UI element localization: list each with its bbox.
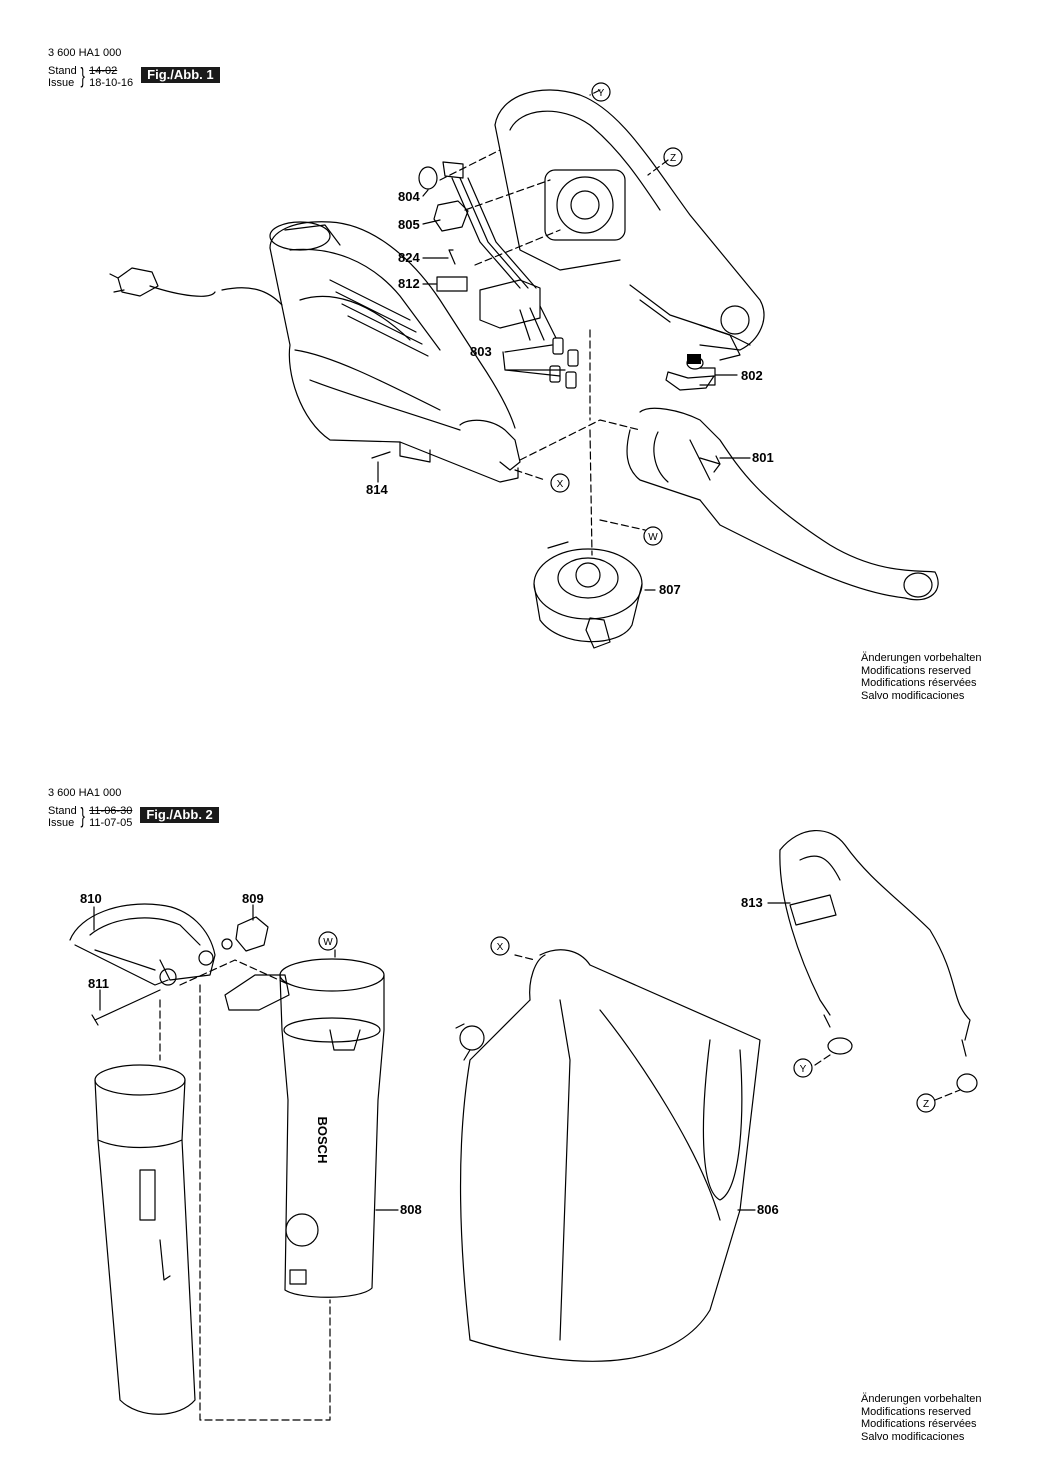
- part-801-label: 801: [752, 450, 774, 465]
- fig1-label-box: Fig./Abb. 1: [141, 67, 220, 83]
- fig2-leader-lines: [93, 902, 791, 1211]
- fig1-issue-date: 18-10-16: [89, 77, 134, 89]
- fig1-issue-label: Issue: [48, 77, 75, 89]
- notice-line: Modifications réservées: [861, 1418, 977, 1430]
- fan-cover: [533, 541, 643, 649]
- connector-w-fig1: W: [648, 532, 658, 543]
- collection-bag: [455, 949, 761, 1362]
- fig2-label-box: Fig./Abb. 2: [140, 807, 219, 823]
- handle: [69, 903, 216, 986]
- fig1-part-code: 3 600 HA1 000: [48, 47, 122, 59]
- fig2-stand-label: Stand: [48, 805, 77, 817]
- fig1-alignment-lines: [439, 89, 669, 556]
- part-805-label: 805: [398, 217, 420, 232]
- knob: [221, 916, 269, 952]
- notice-fig1: Änderungen vorbehalten Modifications res…: [861, 652, 981, 702]
- blower-housing: [269, 221, 521, 483]
- power-plug-cable: [109, 267, 283, 306]
- fig2-brace: }: [80, 803, 85, 828]
- notice-line: Modifications reserved: [861, 1405, 972, 1418]
- connector-x-fig1: X: [557, 479, 564, 490]
- part-810-label: 810: [80, 891, 102, 906]
- part-814-label: 814: [366, 482, 388, 497]
- part-809-label: 809: [242, 891, 264, 906]
- notice-line: Änderungen vorbehalten: [861, 652, 982, 664]
- part-806-label: 806: [757, 1202, 779, 1217]
- connector-y-fig2: Y: [800, 1064, 807, 1075]
- fig1-brace: }: [80, 63, 85, 88]
- fig2-issue-label: Issue: [48, 817, 75, 829]
- part-813-label: 813: [741, 895, 763, 910]
- part-803-label: 803: [470, 344, 492, 359]
- connector-x-fig2: X: [497, 942, 504, 953]
- fig2-header: 3 600 HA1 000 Stand Issue } 11-06-30 11-…: [48, 787, 219, 829]
- fig1-stand-label: Stand: [48, 65, 77, 77]
- shoulder-strap: [779, 830, 978, 1093]
- connector-markers: [318, 82, 936, 1113]
- screw-811: [91, 989, 161, 1026]
- suction-tube: [224, 958, 385, 1298]
- part-824-label: 824: [398, 250, 420, 265]
- screw-814: [371, 451, 391, 459]
- part-811-label: 811: [88, 976, 109, 991]
- notice-line: Modifications reserved: [861, 664, 972, 677]
- fig1-header: 3 600 HA1 000 Stand Issue } 14-02 18-10-…: [48, 47, 220, 89]
- fig1-stand-date: 14-02: [89, 65, 118, 77]
- part-802-label: 802: [741, 368, 763, 383]
- notice-line: Änderungen vorbehalten: [861, 1393, 982, 1405]
- connector-z-fig1: Z: [670, 153, 676, 164]
- fig1-leader-lines: [377, 189, 751, 591]
- fig2-issue-date: 11-07-05: [89, 817, 133, 829]
- connector-y-fig1: Y: [598, 88, 605, 99]
- part-812-label: 812: [398, 276, 420, 291]
- fig2-alignment-lines: [159, 949, 961, 1421]
- lower-tube: [94, 1064, 196, 1415]
- notice-line: Salvo modificaciones: [861, 1430, 965, 1443]
- notice-line: Modifications réservées: [861, 677, 977, 689]
- connector-w-fig2: W: [323, 937, 333, 948]
- part-808-label: 808: [400, 1202, 422, 1217]
- part-804-label: 804: [398, 189, 420, 204]
- fig2-part-code: 3 600 HA1 000: [48, 787, 122, 799]
- motor-housing: [494, 89, 765, 361]
- notice-line: Salvo modificaciones: [861, 689, 965, 702]
- part-807-label: 807: [659, 582, 681, 597]
- blower-tube: [626, 407, 939, 601]
- tube-brand: BOSCH: [315, 1117, 330, 1164]
- switch-assembly: [418, 161, 715, 391]
- fig2-stand-date: 11-06-30: [89, 805, 133, 817]
- grommet-802: [687, 354, 701, 364]
- connector-z-fig2: Z: [923, 1099, 929, 1110]
- notice-fig2: Änderungen vorbehalten Modifications res…: [861, 1393, 981, 1443]
